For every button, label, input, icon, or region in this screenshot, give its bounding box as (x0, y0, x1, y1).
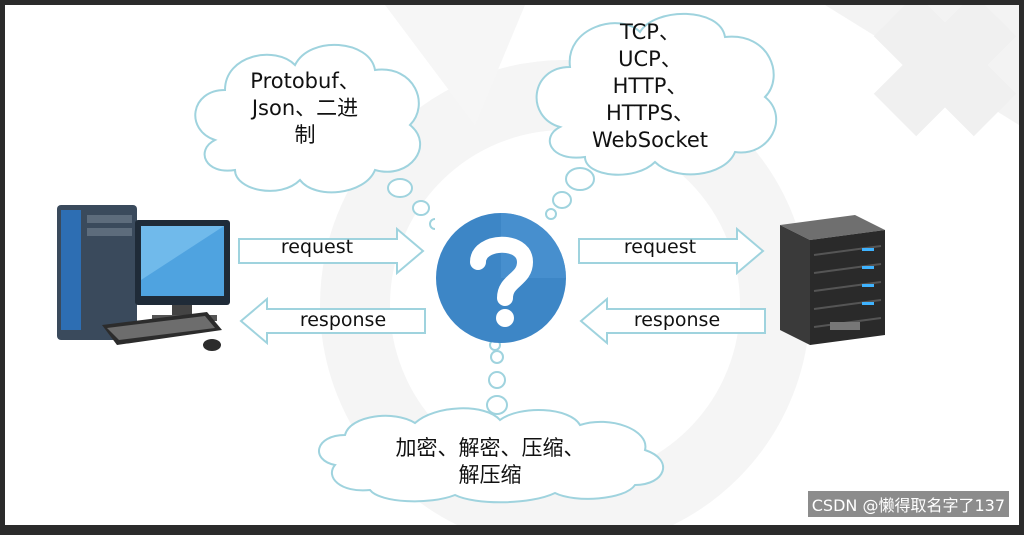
csdn-watermark: CSDN @懒得取名字了137 (807, 491, 1009, 517)
right-request-label: request (623, 236, 697, 258)
serialization-line-3: 制 (294, 123, 316, 147)
question-mark-icon (436, 213, 566, 343)
protocol-line-1: TCP、 (620, 20, 680, 44)
left-request-label: request (280, 236, 354, 258)
serialization-line-1: Protobuf、 (250, 69, 360, 93)
protocol-cloud (535, 12, 778, 220)
server-icon (780, 215, 885, 345)
desktop-computer-icon (57, 205, 230, 351)
left-response-label: response (299, 309, 387, 331)
protocol-line-4: HTTPS、 (605, 101, 695, 125)
left-response-arrow (239, 297, 426, 345)
right-response-label: response (633, 309, 721, 331)
processing-cloud-text: 加密、解密、压缩、 解压缩 (360, 435, 620, 489)
processing-line-2: 解压缩 (458, 463, 522, 487)
serialization-cloud-text: Protobuf、 Json、二进 制 (225, 68, 385, 149)
right-response-arrow (579, 297, 766, 345)
left-request-arrow (238, 227, 425, 275)
right-request-arrow (578, 227, 765, 275)
processing-cloud (318, 350, 665, 504)
processing-line-1: 加密、解密、压缩、 (395, 436, 585, 460)
protocol-cloud-text: TCP、 UCP、 HTTP、 HTTPS、 WebSocket (565, 19, 735, 154)
protocol-line-2: UCP、 (618, 47, 682, 71)
diagram-canvas: Protobuf、 Json、二进 制 TCP、 UCP、 HTTP、 HTTP… (5, 5, 1019, 525)
protocol-line-3: HTTP、 (612, 74, 688, 98)
serialization-line-2: Json、二进 (251, 96, 359, 120)
protocol-line-5: WebSocket (591, 128, 709, 152)
serialization-cloud (194, 44, 435, 230)
